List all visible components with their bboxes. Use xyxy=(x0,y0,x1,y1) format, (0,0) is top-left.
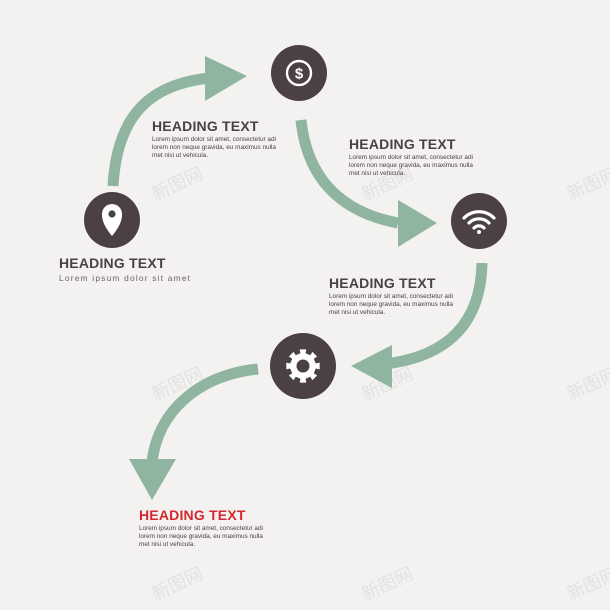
step-final-heading: HEADING TEXT xyxy=(139,507,246,523)
body-line: met nisi ut vehicula. xyxy=(152,152,209,160)
arrowhead xyxy=(129,459,176,500)
step-wifi-text: HEADING TEXT Lorem ipsum dolor sit amet,… xyxy=(349,136,473,179)
arrowhead xyxy=(205,56,247,101)
body-line: Lorem ipsum dolor sit amet, consectetur … xyxy=(152,136,276,143)
step-final-text: HEADING TEXT Lorem ipsum dolor sit amet,… xyxy=(139,507,263,550)
step-wifi-body: Lorem ipsum dolor sit amet, consectetur … xyxy=(349,154,473,179)
body-line: met nisi ut vehicula. xyxy=(349,170,406,178)
body-line: lorem non neque gravida, eu maximus null… xyxy=(139,533,263,541)
step-gear-text: HEADING TEXT Lorem ipsum dolor sit amet,… xyxy=(329,275,453,318)
step-dollar-text: HEADING TEXT Lorem ipsum dolor sit amet,… xyxy=(152,118,276,161)
arrowhead xyxy=(351,345,392,388)
gear-hole xyxy=(296,359,310,373)
svg-text:$: $ xyxy=(295,66,304,83)
node-dollar: $ xyxy=(271,45,327,101)
location-pin-icon xyxy=(102,204,122,236)
arrow-wifi-to-gear xyxy=(384,262,488,370)
step-gear-heading: HEADING TEXT xyxy=(329,275,436,291)
body-line: Lorem ipsum dolor sit amet, consectetur … xyxy=(349,154,473,161)
step-pin-heading: HEADING TEXT xyxy=(59,255,166,271)
wifi-icon xyxy=(462,210,496,234)
body-line: met nisi ut vehicula. xyxy=(139,541,196,549)
body-line: lorem non neque gravida, eu maximus null… xyxy=(152,144,276,152)
step-dollar-body: Lorem ipsum dolor sit amet, consectetur … xyxy=(152,136,276,161)
step-pin-text: HEADING TEXT Lorem ipsum dolor sit amet xyxy=(59,255,191,283)
arrowhead xyxy=(398,200,437,247)
step-dollar-heading: HEADING TEXT xyxy=(152,118,259,134)
arrow-dollar-to-wifi xyxy=(295,119,400,229)
body-line: met nisi ut vehicula. xyxy=(329,309,386,317)
step-pin-subtitle: Lorem ipsum dolor sit amet xyxy=(59,273,192,283)
node-wifi xyxy=(451,193,507,249)
step-wifi-heading: HEADING TEXT xyxy=(349,136,456,152)
step-final-body: Lorem ipsum dolor sit amet, consectetur … xyxy=(139,525,263,550)
node-location xyxy=(84,192,140,248)
arrow-gear-to-final xyxy=(146,363,259,463)
node-gear xyxy=(270,333,336,399)
body-line: lorem non neque gravida, eu maximus null… xyxy=(329,301,453,309)
gear-icon xyxy=(286,349,320,383)
body-line: lorem non neque gravida, eu maximus null… xyxy=(349,162,473,170)
body-line: Lorem ipsum dolor sit amet, consectetur … xyxy=(329,293,453,300)
arrow-pin-to-dollar xyxy=(107,72,211,187)
body-line: Lorem ipsum dolor sit amet, consectetur … xyxy=(139,525,263,532)
dollar-coin-icon: $ xyxy=(285,59,313,87)
step-gear-body: Lorem ipsum dolor sit amet, consectetur … xyxy=(329,293,453,318)
